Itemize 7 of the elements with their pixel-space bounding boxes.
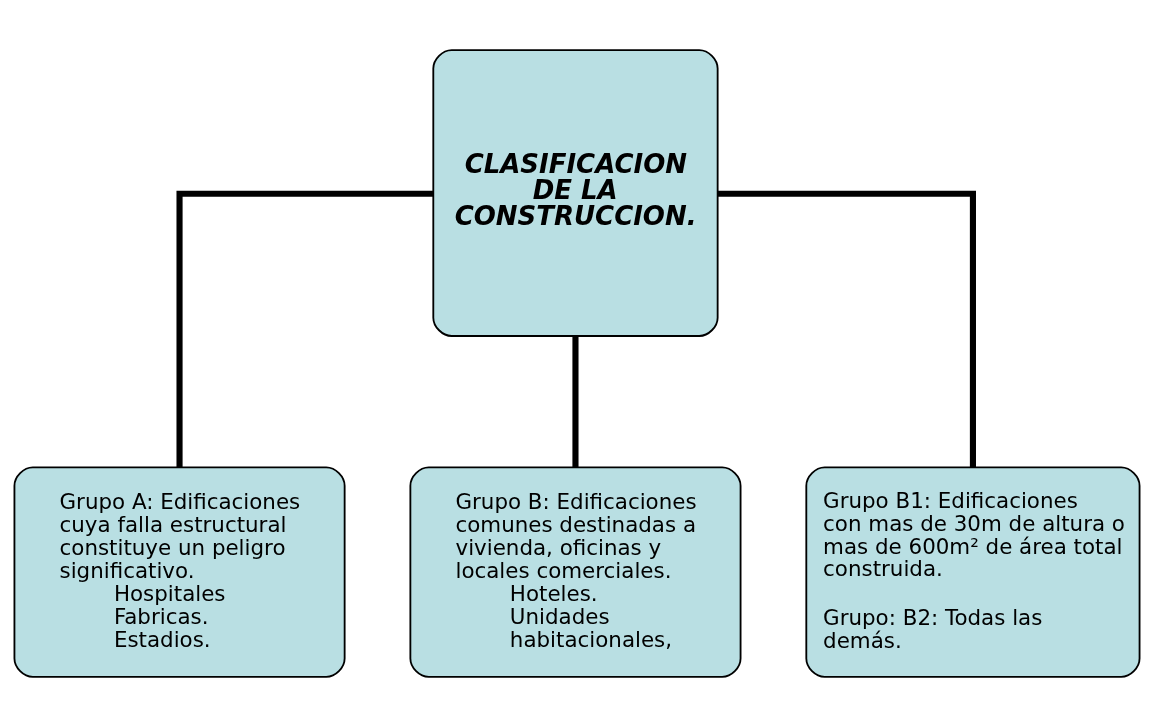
node-box: Grupo A: Edificaciones cuya falla estructural constituye un peligro significativo. Hospitales Fabricas. Estadios. (13, 466, 346, 678)
connector (717, 190, 976, 468)
connector (572, 336, 579, 468)
connector (176, 190, 434, 468)
node-box: CLASIFICACION DE LA CONSTRUCCION. (432, 49, 719, 337)
node-box: Grupo B1: Edificaciones con mas de 30m de altura o mas de 600m² de área total construida. Grupo: B2: Todas las demás. (805, 466, 1141, 678)
node-box: Grupo B: Edificaciones comunes destinadas a vivienda, oficinas y locales comerciales. Hoteles. Unidades habitacionales, (409, 466, 742, 678)
